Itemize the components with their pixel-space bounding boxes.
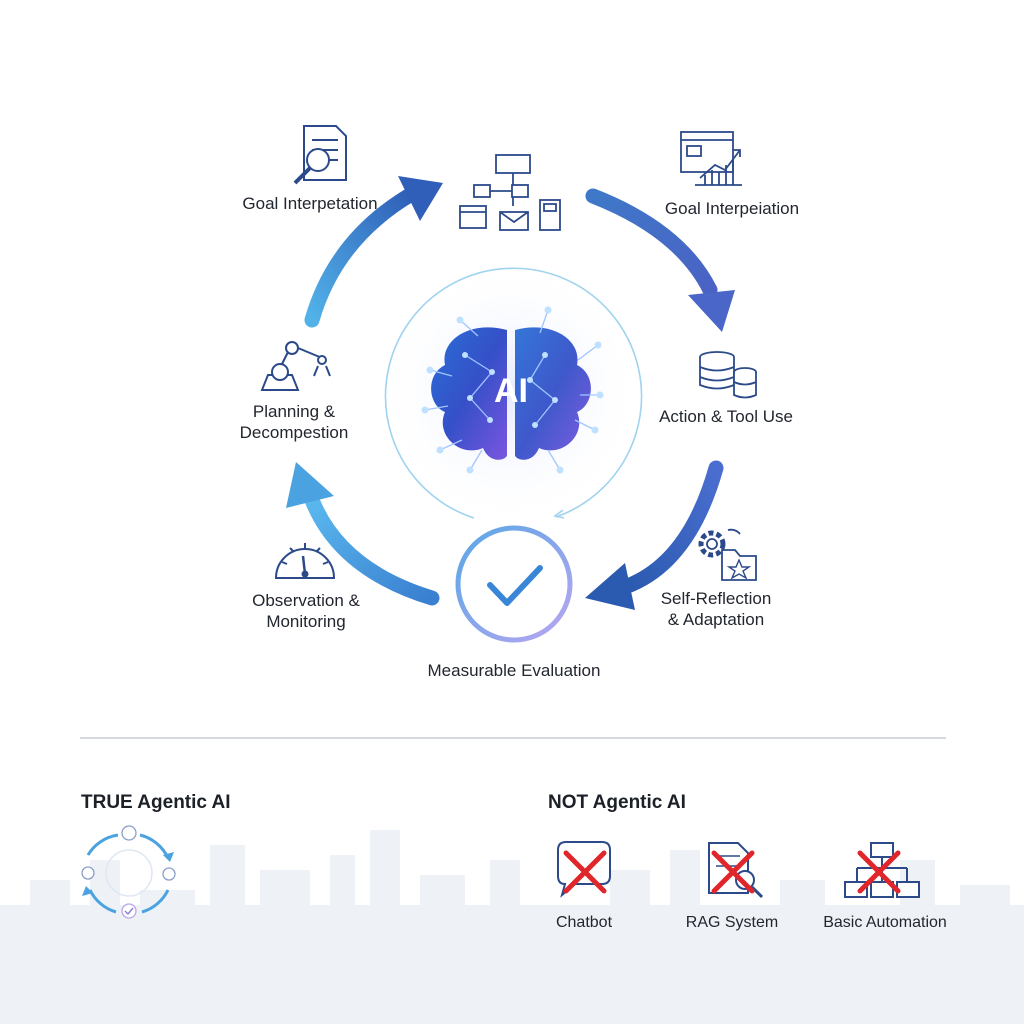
gauge-icon [274, 543, 336, 579]
label-action-tool-use: Action & Tool Use [659, 407, 793, 426]
robot-arm-icon [260, 341, 331, 391]
skyline-background [0, 830, 1024, 1024]
true-agentic-title: TRUE Agentic AI [81, 792, 231, 813]
chat-bubble-crossed-icon [557, 841, 611, 898]
gear-folder-icon [698, 528, 757, 581]
evaluation-check-icon [455, 525, 573, 643]
label-measurable-evaluation: Measurable Evaluation [427, 661, 601, 680]
label-chatbot: Chatbot [555, 914, 613, 931]
workflow-tools-icon [459, 154, 561, 231]
true-agentic-cycle-icon [81, 825, 176, 919]
section-divider [80, 737, 946, 739]
label-basic-automation: Basic Automation [823, 914, 947, 931]
label-goal-interpretation-left: Goal Interpetation [242, 194, 378, 213]
cycle-arrow-bottom-left [286, 462, 440, 606]
center-glow [375, 258, 645, 528]
label-goal-interpretation-right: Goal Interpeiation [664, 199, 800, 218]
label-observation-monitoring: Observation & Monitoring [252, 591, 360, 631]
center-ring [384, 267, 643, 519]
label-self-reflection: Self-Reflection & Adaptation [660, 589, 772, 629]
not-agentic-title: NOT Agentic AI [548, 792, 686, 813]
ai-label: AI [494, 372, 528, 410]
cycle-arrow-bottom-right [585, 460, 724, 610]
ai-brain-icon: AI [421, 306, 604, 474]
document-search-crossed-icon [708, 842, 764, 899]
cycle-arrow-top-right [585, 188, 735, 332]
label-planning-decomposition: Planning & Decompestion [239, 402, 349, 442]
browser-chart-icon [680, 131, 742, 186]
flowchart-crossed-icon [844, 842, 920, 898]
label-rag-system: RAG System [685, 914, 779, 931]
document-search-icon [293, 125, 347, 185]
cycle-arrow-top-left [304, 176, 443, 328]
center-ring-arrowhead [553, 509, 565, 519]
database-icon [699, 351, 757, 399]
